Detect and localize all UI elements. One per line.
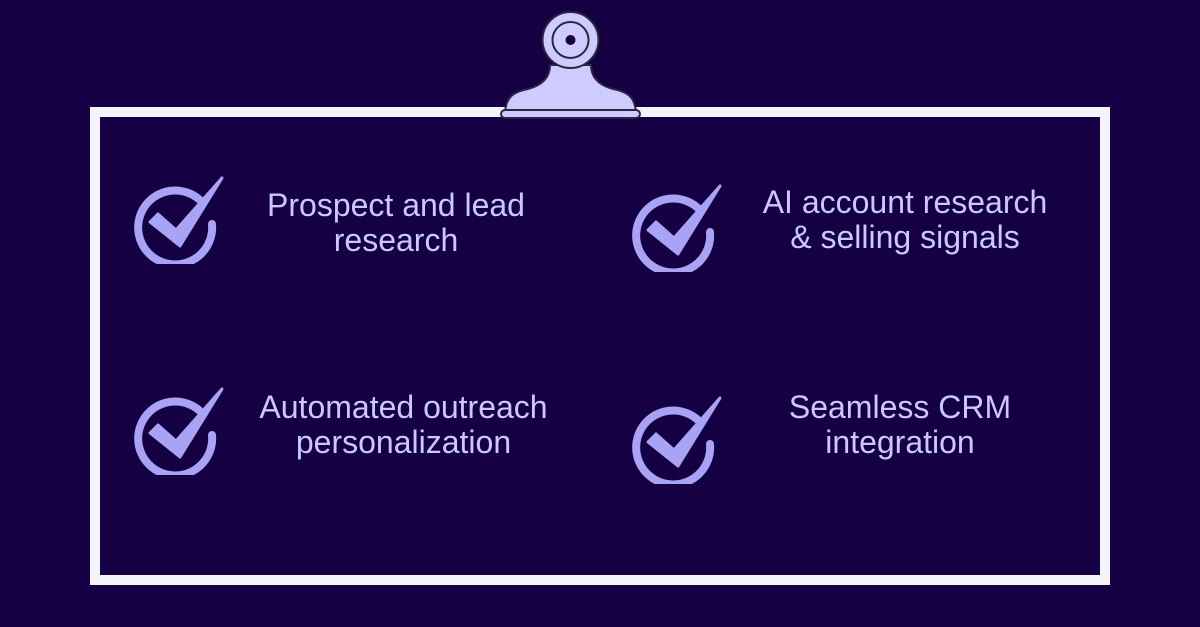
feature-line: research bbox=[333, 222, 459, 258]
check-circle-icon bbox=[632, 184, 722, 272]
feature-line: Seamless CRM bbox=[788, 389, 1012, 425]
feature-label-automated-outreach: Automated outreach personalization bbox=[226, 390, 581, 460]
feature-line: Automated outreach bbox=[259, 389, 548, 425]
check-circle-icon bbox=[134, 176, 224, 264]
check-circle-icon bbox=[632, 396, 722, 484]
check-circle-icon bbox=[134, 387, 224, 475]
feature-label-prospect-research: Prospect and lead research bbox=[236, 188, 556, 258]
feature-line: integration bbox=[825, 424, 975, 460]
feature-line: personalization bbox=[295, 424, 512, 460]
feature-line: Prospect and lead bbox=[267, 187, 525, 223]
feature-line: & selling signals bbox=[790, 219, 1020, 255]
feature-label-crm-integration: Seamless CRM integration bbox=[750, 390, 1050, 460]
feature-line: AI account research bbox=[762, 184, 1048, 220]
clipboard-frame bbox=[90, 107, 1110, 585]
clipboard-clip-icon bbox=[500, 11, 641, 119]
feature-label-ai-account-research: AI account research & selling signals bbox=[730, 185, 1080, 255]
